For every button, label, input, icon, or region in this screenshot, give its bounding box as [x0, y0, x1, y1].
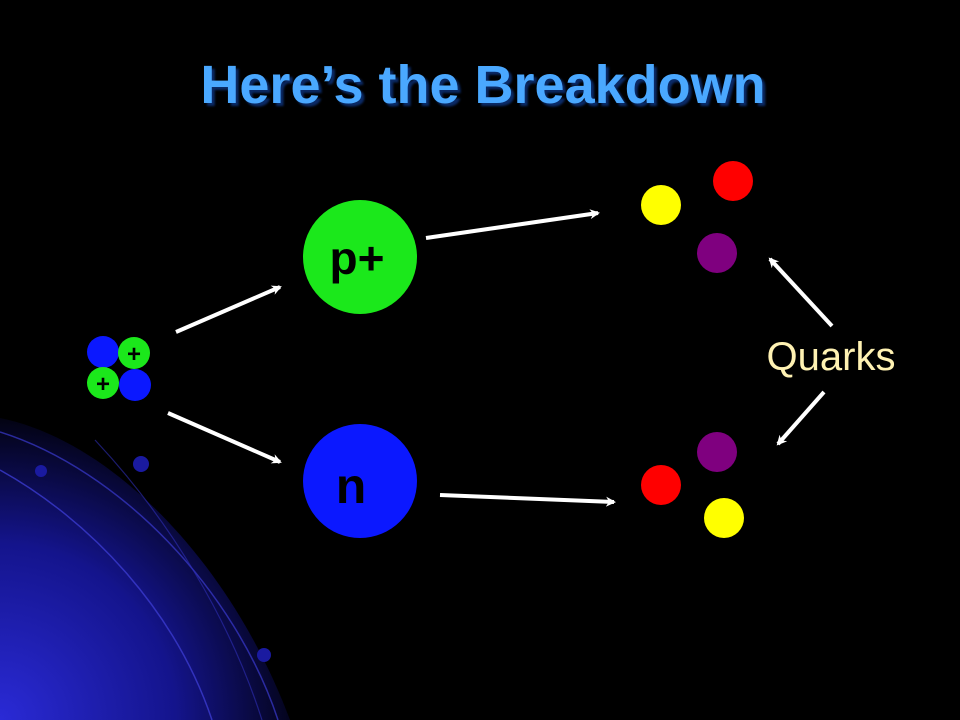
arrow-label-to-proton-quarks — [768, 257, 834, 328]
quark-red — [641, 465, 681, 505]
neutron: n — [303, 424, 417, 538]
nucleus-proton — [87, 367, 119, 399]
slide-title: Here’s the Breakdown — [200, 55, 766, 115]
quark-red — [713, 161, 753, 201]
proton-circle — [303, 200, 417, 314]
orbit-dot — [133, 456, 149, 472]
quark-yellow — [641, 185, 681, 225]
nucleus-proton-symbol: + — [96, 371, 110, 398]
nucleus-neutron — [87, 336, 119, 368]
nucleus-proton-symbol: + — [127, 341, 141, 368]
arrow-label-to-neutron-quarks — [776, 390, 826, 446]
arrow-proton-to-quarks — [425, 209, 600, 240]
proton: p+ — [303, 200, 417, 314]
orbit-line — [0, 469, 213, 720]
nucleus: + + — [87, 336, 151, 401]
quarks-label: Quarks — [767, 335, 896, 379]
background-orb — [0, 418, 290, 720]
quark-yellow — [704, 498, 744, 538]
arrow-to-proton — [175, 285, 282, 334]
neutron-circle — [303, 424, 417, 538]
neutron-label: n — [336, 458, 367, 514]
orbit-dot — [35, 465, 47, 477]
orbit-line — [0, 431, 279, 720]
proton-quarks — [641, 161, 753, 273]
proton-label: p+ — [330, 232, 385, 284]
orbit-dot — [257, 648, 271, 662]
nucleus-neutron — [119, 369, 151, 401]
orbit-line — [94, 439, 263, 720]
neutron-quarks — [641, 432, 744, 538]
arrow-to-neutron — [167, 411, 282, 464]
arrow-neutron-to-quarks — [439, 493, 616, 507]
nucleus-proton — [118, 337, 150, 369]
quark-purple — [697, 432, 737, 472]
quark-purple — [697, 233, 737, 273]
